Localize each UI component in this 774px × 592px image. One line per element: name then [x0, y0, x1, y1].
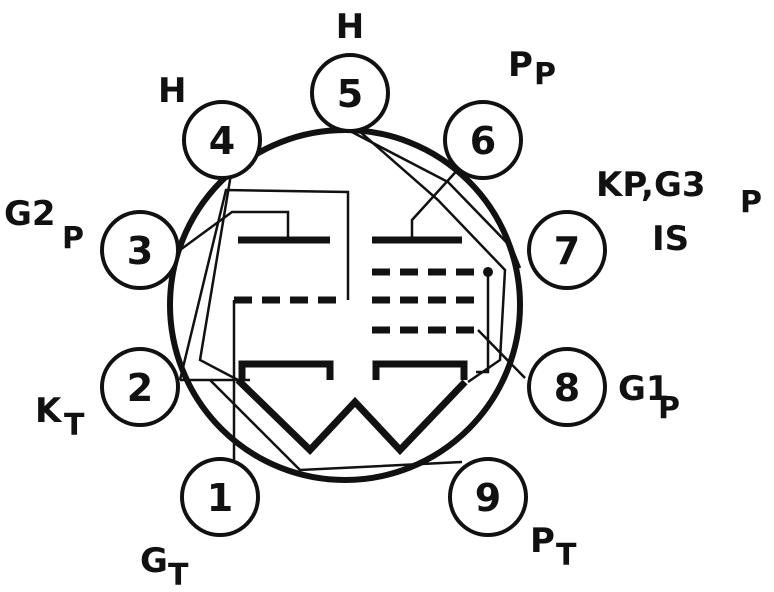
pin-7-label: KP,G3 [596, 165, 706, 205]
pin-4-number: 4 [209, 119, 235, 163]
electrode-structure [234, 236, 488, 456]
pin-3-number: 3 [127, 229, 153, 273]
pin-7: 7 KP,G3 P IS [527, 165, 762, 290]
pin-6: 6 P P [443, 45, 556, 180]
tube-envelope [167, 127, 523, 483]
pin-5-number: 5 [337, 72, 363, 116]
pin-5: 5 H [310, 7, 390, 133]
pin-1-sub: T [168, 558, 189, 592]
right-cathode [372, 360, 468, 380]
pin-6-sub: P [534, 57, 556, 92]
pin-7-sub: P [740, 185, 762, 220]
pin-2: 2 K T [35, 347, 180, 443]
pin-8: 8 G1 P [527, 347, 680, 427]
pin-8-sub: P [658, 391, 680, 426]
pin-4: 4 H [158, 71, 262, 180]
pin-9-label: P [530, 521, 555, 561]
pin-6-label: P [508, 45, 533, 85]
pin-6-number: 6 [470, 119, 496, 163]
junction-dot [483, 267, 493, 277]
pin-2-label: K [35, 391, 63, 431]
pin-8-label: G1 [618, 369, 670, 409]
pin-1: 1 G T [140, 457, 260, 592]
pin-3-sub: P [62, 221, 84, 256]
pin-5-label: H [336, 7, 364, 47]
pin-2-sub: T [64, 408, 85, 443]
wiring [178, 128, 526, 472]
left-cathode [238, 360, 334, 380]
pin-7-extra: IS [652, 219, 689, 259]
pin-8-number: 8 [554, 366, 580, 410]
pin-7-number: 7 [554, 229, 580, 273]
pin-4-label: H [158, 71, 186, 111]
pin-9: 9 P T [448, 457, 577, 573]
pin-1-number: 1 [207, 476, 233, 520]
heater [235, 377, 468, 456]
pin-3: 3 G2 P [4, 194, 180, 290]
pin-3-label: G2 [4, 194, 56, 234]
pin-2-number: 2 [127, 366, 153, 410]
pin-1-label: G [140, 541, 168, 581]
pin-9-number: 9 [475, 476, 501, 520]
pin-9-sub: T [556, 538, 577, 573]
